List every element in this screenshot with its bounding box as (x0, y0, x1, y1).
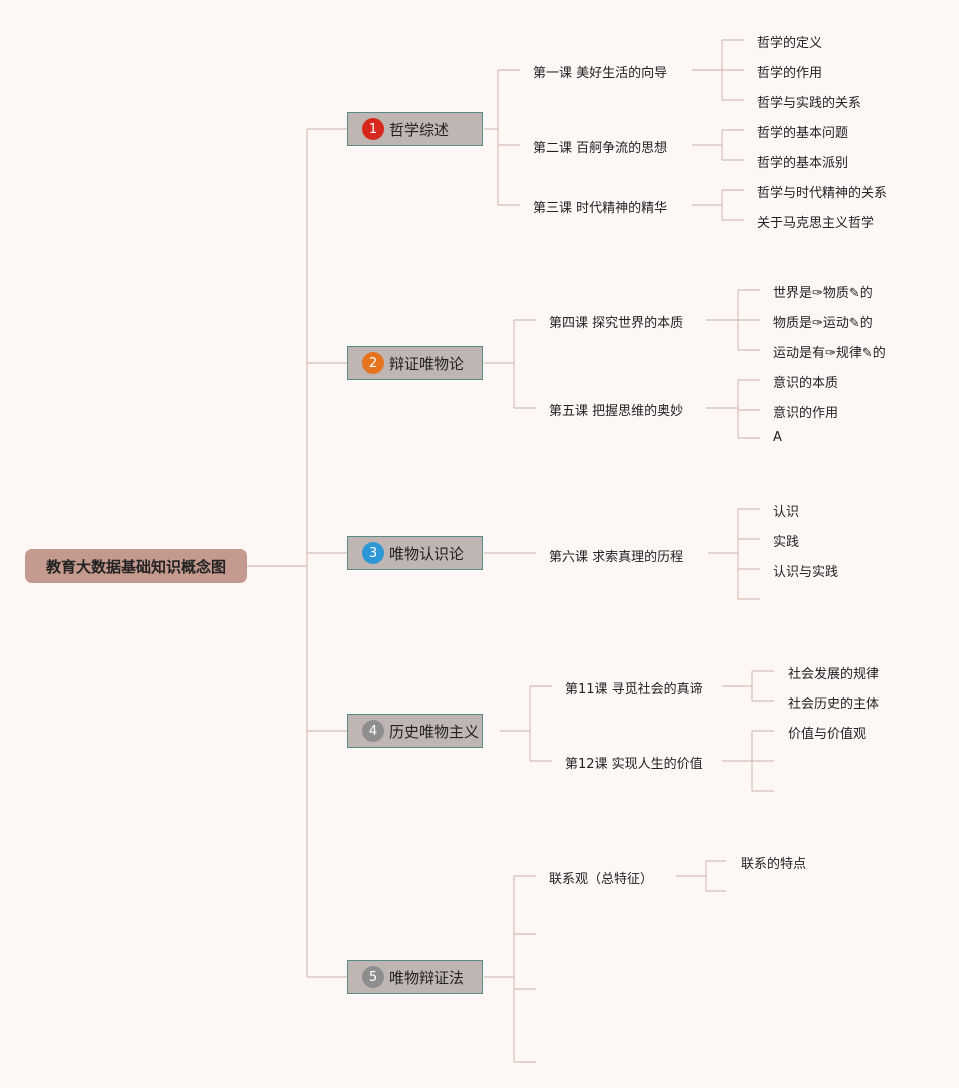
lesson-node[interactable]: 第12课 实现人生的价值 (565, 757, 703, 772)
topic-label: 唯物认识论 (389, 544, 465, 563)
topic-node-2[interactable]: 2 辩证唯物论 (347, 346, 483, 380)
leaf-node[interactable]: 实践 (773, 535, 800, 550)
leaf-node[interactable]: 物质是✑运动✎的 (773, 316, 873, 331)
leaf-node[interactable]: 哲学的基本问题 (757, 126, 849, 141)
lesson-node[interactable]: 第四课 探究世界的本质 (549, 316, 684, 331)
topic-node-5[interactable]: 5 唯物辩证法 (347, 960, 483, 994)
number-badge-icon: 5 (362, 966, 384, 988)
number-badge-icon: 4 (362, 720, 384, 742)
leaf-node[interactable]: 意识的作用 (773, 406, 839, 421)
lesson-node[interactable]: 第五课 把握思维的奥妙 (549, 404, 684, 419)
leaf-node[interactable]: 运动是有✑规律✎的 (773, 346, 886, 361)
lesson-node[interactable]: 第11课 寻觅社会的真谛 (565, 682, 703, 697)
topic-node-1[interactable]: 1 哲学综述 (347, 112, 483, 146)
lesson-node[interactable]: 联系观（总特征） (549, 872, 654, 887)
number-badge-icon: 3 (362, 542, 384, 564)
topic-label: 唯物辩证法 (389, 968, 465, 987)
topic-node-4[interactable]: 4 历史唯物主义 (347, 714, 483, 748)
number-badge-icon: 1 (362, 118, 384, 140)
leaf-node[interactable]: 意识的本质 (773, 376, 839, 391)
leaf-node[interactable]: 哲学的基本派别 (757, 156, 849, 171)
topic-label: 历史唯物主义 (389, 722, 480, 741)
leaf-node[interactable]: 认识 (773, 505, 800, 520)
leaf-node[interactable]: 价值与价值观 (788, 727, 867, 742)
topic-label: 辩证唯物论 (389, 354, 465, 373)
leaf-node[interactable]: 联系的特点 (741, 857, 807, 872)
leaf-node[interactable]: A (773, 430, 782, 445)
leaf-node[interactable]: 社会发展的规律 (788, 667, 880, 682)
leaf-node[interactable]: 哲学与实践的关系 (757, 96, 862, 111)
lesson-node[interactable]: 第一课 美好生活的向导 (533, 66, 668, 81)
leaf-node[interactable]: 哲学的定义 (757, 36, 823, 51)
root-node[interactable]: 教育大数据基础知识概念图 (25, 549, 247, 583)
lesson-node[interactable]: 第六课 求索真理的历程 (549, 550, 684, 565)
lesson-node[interactable]: 第二课 百舸争流的思想 (533, 141, 668, 156)
number-badge-icon: 2 (362, 352, 384, 374)
topic-label: 哲学综述 (389, 120, 450, 139)
leaf-node[interactable]: 哲学与时代精神的关系 (757, 186, 888, 201)
lesson-node[interactable]: 第三课 时代精神的精华 (533, 201, 668, 216)
root-label: 教育大数据基础知识概念图 (45, 557, 226, 576)
leaf-node[interactable]: 关于马克思主义哲学 (757, 216, 875, 231)
leaf-node[interactable]: 社会历史的主体 (788, 697, 880, 712)
topic-node-3[interactable]: 3 唯物认识论 (347, 536, 483, 570)
leaf-node[interactable]: 认识与实践 (773, 565, 839, 580)
leaf-node[interactable]: 哲学的作用 (757, 66, 823, 81)
leaf-node[interactable]: 世界是✑物质✎的 (773, 286, 873, 301)
